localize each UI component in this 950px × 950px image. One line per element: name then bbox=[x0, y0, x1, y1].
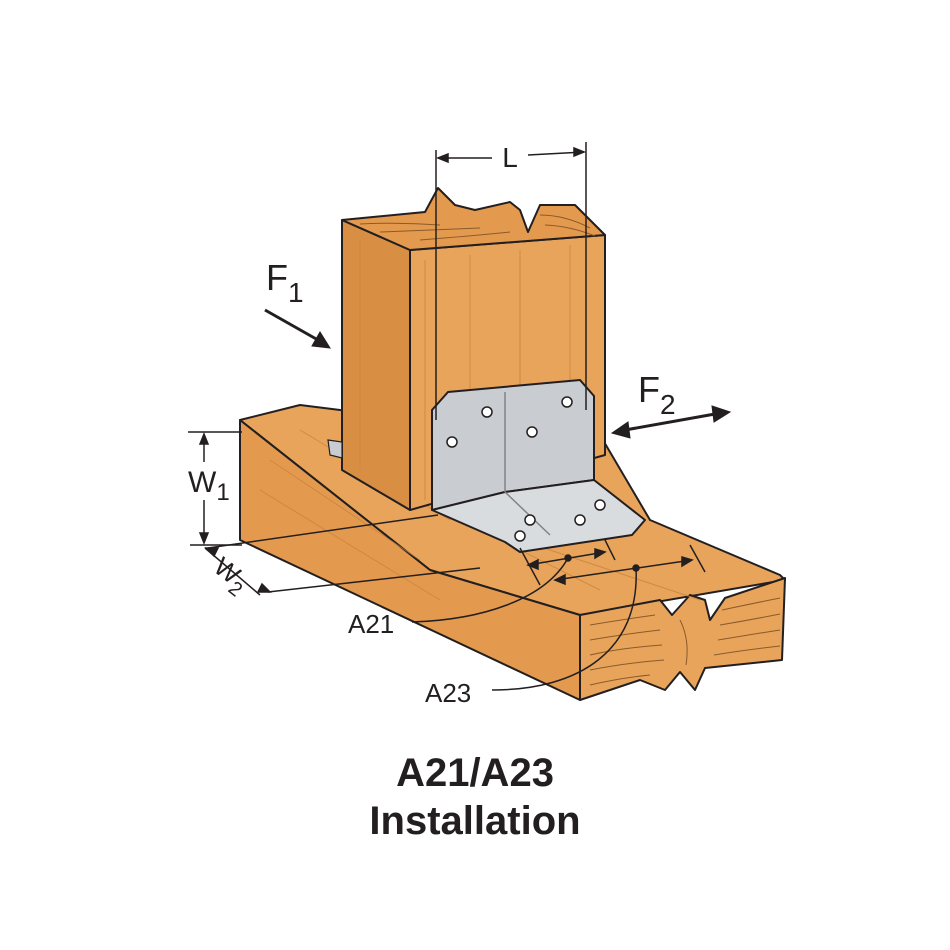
dimension-w1-label: W1 bbox=[188, 466, 230, 506]
dimension-l-label: L bbox=[502, 142, 518, 173]
callout-leaders bbox=[411, 557, 637, 691]
dimension-w2 bbox=[204, 514, 481, 596]
far-side-bracket bbox=[327, 439, 343, 459]
angle-bracket bbox=[431, 379, 646, 553]
dimension-l bbox=[435, 142, 587, 420]
beam-end-grain bbox=[589, 597, 781, 686]
callout-a23: A23 bbox=[425, 678, 471, 708]
callout-a21: A21 bbox=[348, 609, 394, 639]
dimension-w2-label: W2 bbox=[205, 551, 255, 601]
bracket-holes bbox=[446, 396, 606, 542]
force-f1-label: F1 bbox=[266, 257, 304, 308]
force-f2-label: F2 bbox=[638, 369, 676, 420]
beam-end-face bbox=[579, 577, 786, 701]
post-top-face bbox=[341, 187, 606, 251]
caption-title: A21/A23 bbox=[396, 751, 554, 795]
dimension-w1 bbox=[188, 431, 242, 546]
caption-subtitle: Installation bbox=[369, 799, 581, 843]
force-f1-arrow bbox=[264, 308, 331, 349]
force-f2-arrow bbox=[610, 405, 732, 439]
post-side-face bbox=[341, 219, 411, 511]
bracket-spacing-dimensions bbox=[519, 539, 706, 586]
bracket-bend bbox=[504, 392, 551, 536]
bracket-horizontal-leg bbox=[431, 479, 646, 553]
